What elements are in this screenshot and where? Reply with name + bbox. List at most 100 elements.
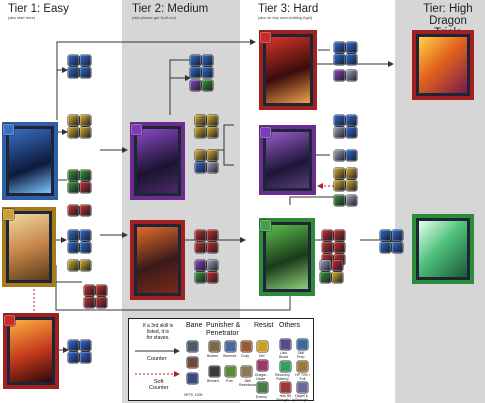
element-badge-icon bbox=[4, 315, 15, 326]
skill-icon bbox=[68, 205, 79, 216]
bane-icon bbox=[187, 341, 198, 352]
skill-icon bbox=[195, 272, 206, 283]
skill-icon bbox=[207, 230, 218, 241]
resist-caption-dragon-haste: Dragon Haste bbox=[255, 373, 267, 381]
skill-icon bbox=[392, 242, 403, 253]
punisher-caption-skill-resistance: Skill Resistance bbox=[239, 379, 257, 387]
punisher-caption-cosy: Cosy bbox=[241, 354, 249, 358]
defense-resist-icon bbox=[257, 341, 268, 352]
skill-icon bbox=[202, 67, 213, 78]
skill-icon bbox=[80, 260, 91, 271]
skill-icon bbox=[96, 285, 107, 296]
tier-3-red-monster bbox=[259, 30, 317, 110]
skill-icon bbox=[207, 150, 218, 161]
skill-icon bbox=[202, 80, 213, 91]
skill-icon bbox=[334, 70, 345, 81]
skill-icon bbox=[195, 242, 206, 253]
bane-caption: HP70, 1000 bbox=[184, 393, 203, 397]
legend-soft-counter-label: Soft Counter bbox=[149, 379, 169, 391]
skill-icon bbox=[68, 182, 79, 193]
element-badge-icon bbox=[3, 124, 14, 135]
others-caption-skill-prep: Skill Prep bbox=[297, 351, 305, 359]
skill-icon bbox=[68, 170, 79, 181]
others-caption-recovery: Recovery Potency bbox=[275, 373, 290, 381]
skill-icon bbox=[320, 272, 331, 283]
skill-icon bbox=[80, 340, 91, 351]
legend-punisher-header: Punisher & Penetrator bbox=[206, 322, 241, 337]
skill-icon bbox=[334, 42, 345, 53]
skill-icon bbox=[334, 54, 345, 65]
element-badge-icon bbox=[3, 209, 14, 220]
skill-icon bbox=[207, 260, 218, 271]
skill-icon bbox=[195, 162, 206, 173]
skill-icon bbox=[346, 180, 357, 191]
skill-icon bbox=[80, 170, 91, 181]
skill-icon bbox=[84, 297, 95, 308]
skill-icon bbox=[320, 260, 331, 271]
skill-icon bbox=[334, 254, 345, 265]
legend-counter-label: Counter bbox=[147, 356, 167, 362]
tier-1-title: Tier 1: Easy bbox=[8, 3, 69, 15]
skill-icon bbox=[207, 115, 218, 126]
skill-icon bbox=[334, 115, 345, 126]
element-badge-icon bbox=[260, 220, 271, 231]
skill-icon bbox=[334, 180, 345, 191]
legend-others-header: Others bbox=[279, 322, 301, 329]
skill-icon bbox=[207, 242, 218, 253]
legend-panel: If a 3rd skill is listed, it is for stav… bbox=[128, 318, 314, 402]
tier-2-purple-monster bbox=[130, 122, 185, 200]
tier-1-subtitle: (aka start here) bbox=[8, 15, 36, 20]
skill-icon bbox=[332, 260, 343, 271]
last-boost-icon bbox=[280, 339, 291, 350]
tier-2-red-monster bbox=[130, 220, 185, 300]
legend-bane-header: Bane bbox=[186, 322, 203, 329]
skill-icon bbox=[80, 242, 91, 253]
skill-icon bbox=[190, 55, 201, 66]
element-badge-icon bbox=[131, 124, 142, 135]
skill-icon bbox=[380, 242, 391, 253]
recovery-potency-icon bbox=[280, 361, 291, 372]
resist-caption-def: Def bbox=[259, 354, 265, 358]
blinded-punisher-icon bbox=[209, 366, 220, 377]
dispel-icon bbox=[297, 382, 308, 393]
tier-3-purple-monster bbox=[259, 125, 316, 195]
skill-icon bbox=[346, 127, 357, 138]
strength-up-icon bbox=[280, 382, 291, 393]
skill-icon bbox=[334, 150, 345, 161]
skill-icon bbox=[68, 260, 79, 271]
skill-icon bbox=[202, 55, 213, 66]
skill-icon bbox=[96, 297, 107, 308]
broken-punisher-icon bbox=[209, 341, 220, 352]
skill-icon bbox=[68, 242, 79, 253]
poison-punisher-icon bbox=[225, 366, 236, 377]
skill-icon bbox=[80, 67, 91, 78]
legend-arrows bbox=[135, 348, 180, 377]
others-caption-dispel: Dispel & Strength bbox=[295, 394, 309, 402]
skill-icon bbox=[322, 242, 333, 253]
tier-3-green-monster bbox=[259, 218, 315, 296]
skill-icon bbox=[346, 168, 357, 179]
skill-icon bbox=[392, 230, 403, 241]
punisher-caption-broken: Broken bbox=[207, 354, 219, 358]
skill-icon bbox=[334, 168, 345, 179]
bane-icon bbox=[187, 373, 198, 384]
skill-icon bbox=[346, 195, 357, 206]
skill-icon bbox=[346, 42, 357, 53]
skill-icon bbox=[332, 272, 343, 283]
skill-icon bbox=[80, 127, 91, 138]
skill-icon bbox=[190, 80, 201, 91]
skill-icon bbox=[346, 115, 357, 126]
punisher-caption-stormed: Stormed bbox=[223, 354, 237, 358]
skill-icon bbox=[195, 260, 206, 271]
skill-prep-icon bbox=[297, 339, 308, 350]
tier-3-subtitle: (aka oh boy auto-battling Agni) bbox=[258, 15, 313, 20]
skill-icon bbox=[68, 352, 79, 363]
skill-icon bbox=[68, 115, 79, 126]
legend-note: If a 3rd skill is listed, it is for stav… bbox=[142, 323, 174, 341]
skill-resistance-icon bbox=[241, 366, 252, 377]
skill-icon bbox=[195, 127, 206, 138]
skill-icon bbox=[195, 150, 206, 161]
skill-icon bbox=[68, 67, 79, 78]
bane-icon bbox=[187, 357, 198, 368]
